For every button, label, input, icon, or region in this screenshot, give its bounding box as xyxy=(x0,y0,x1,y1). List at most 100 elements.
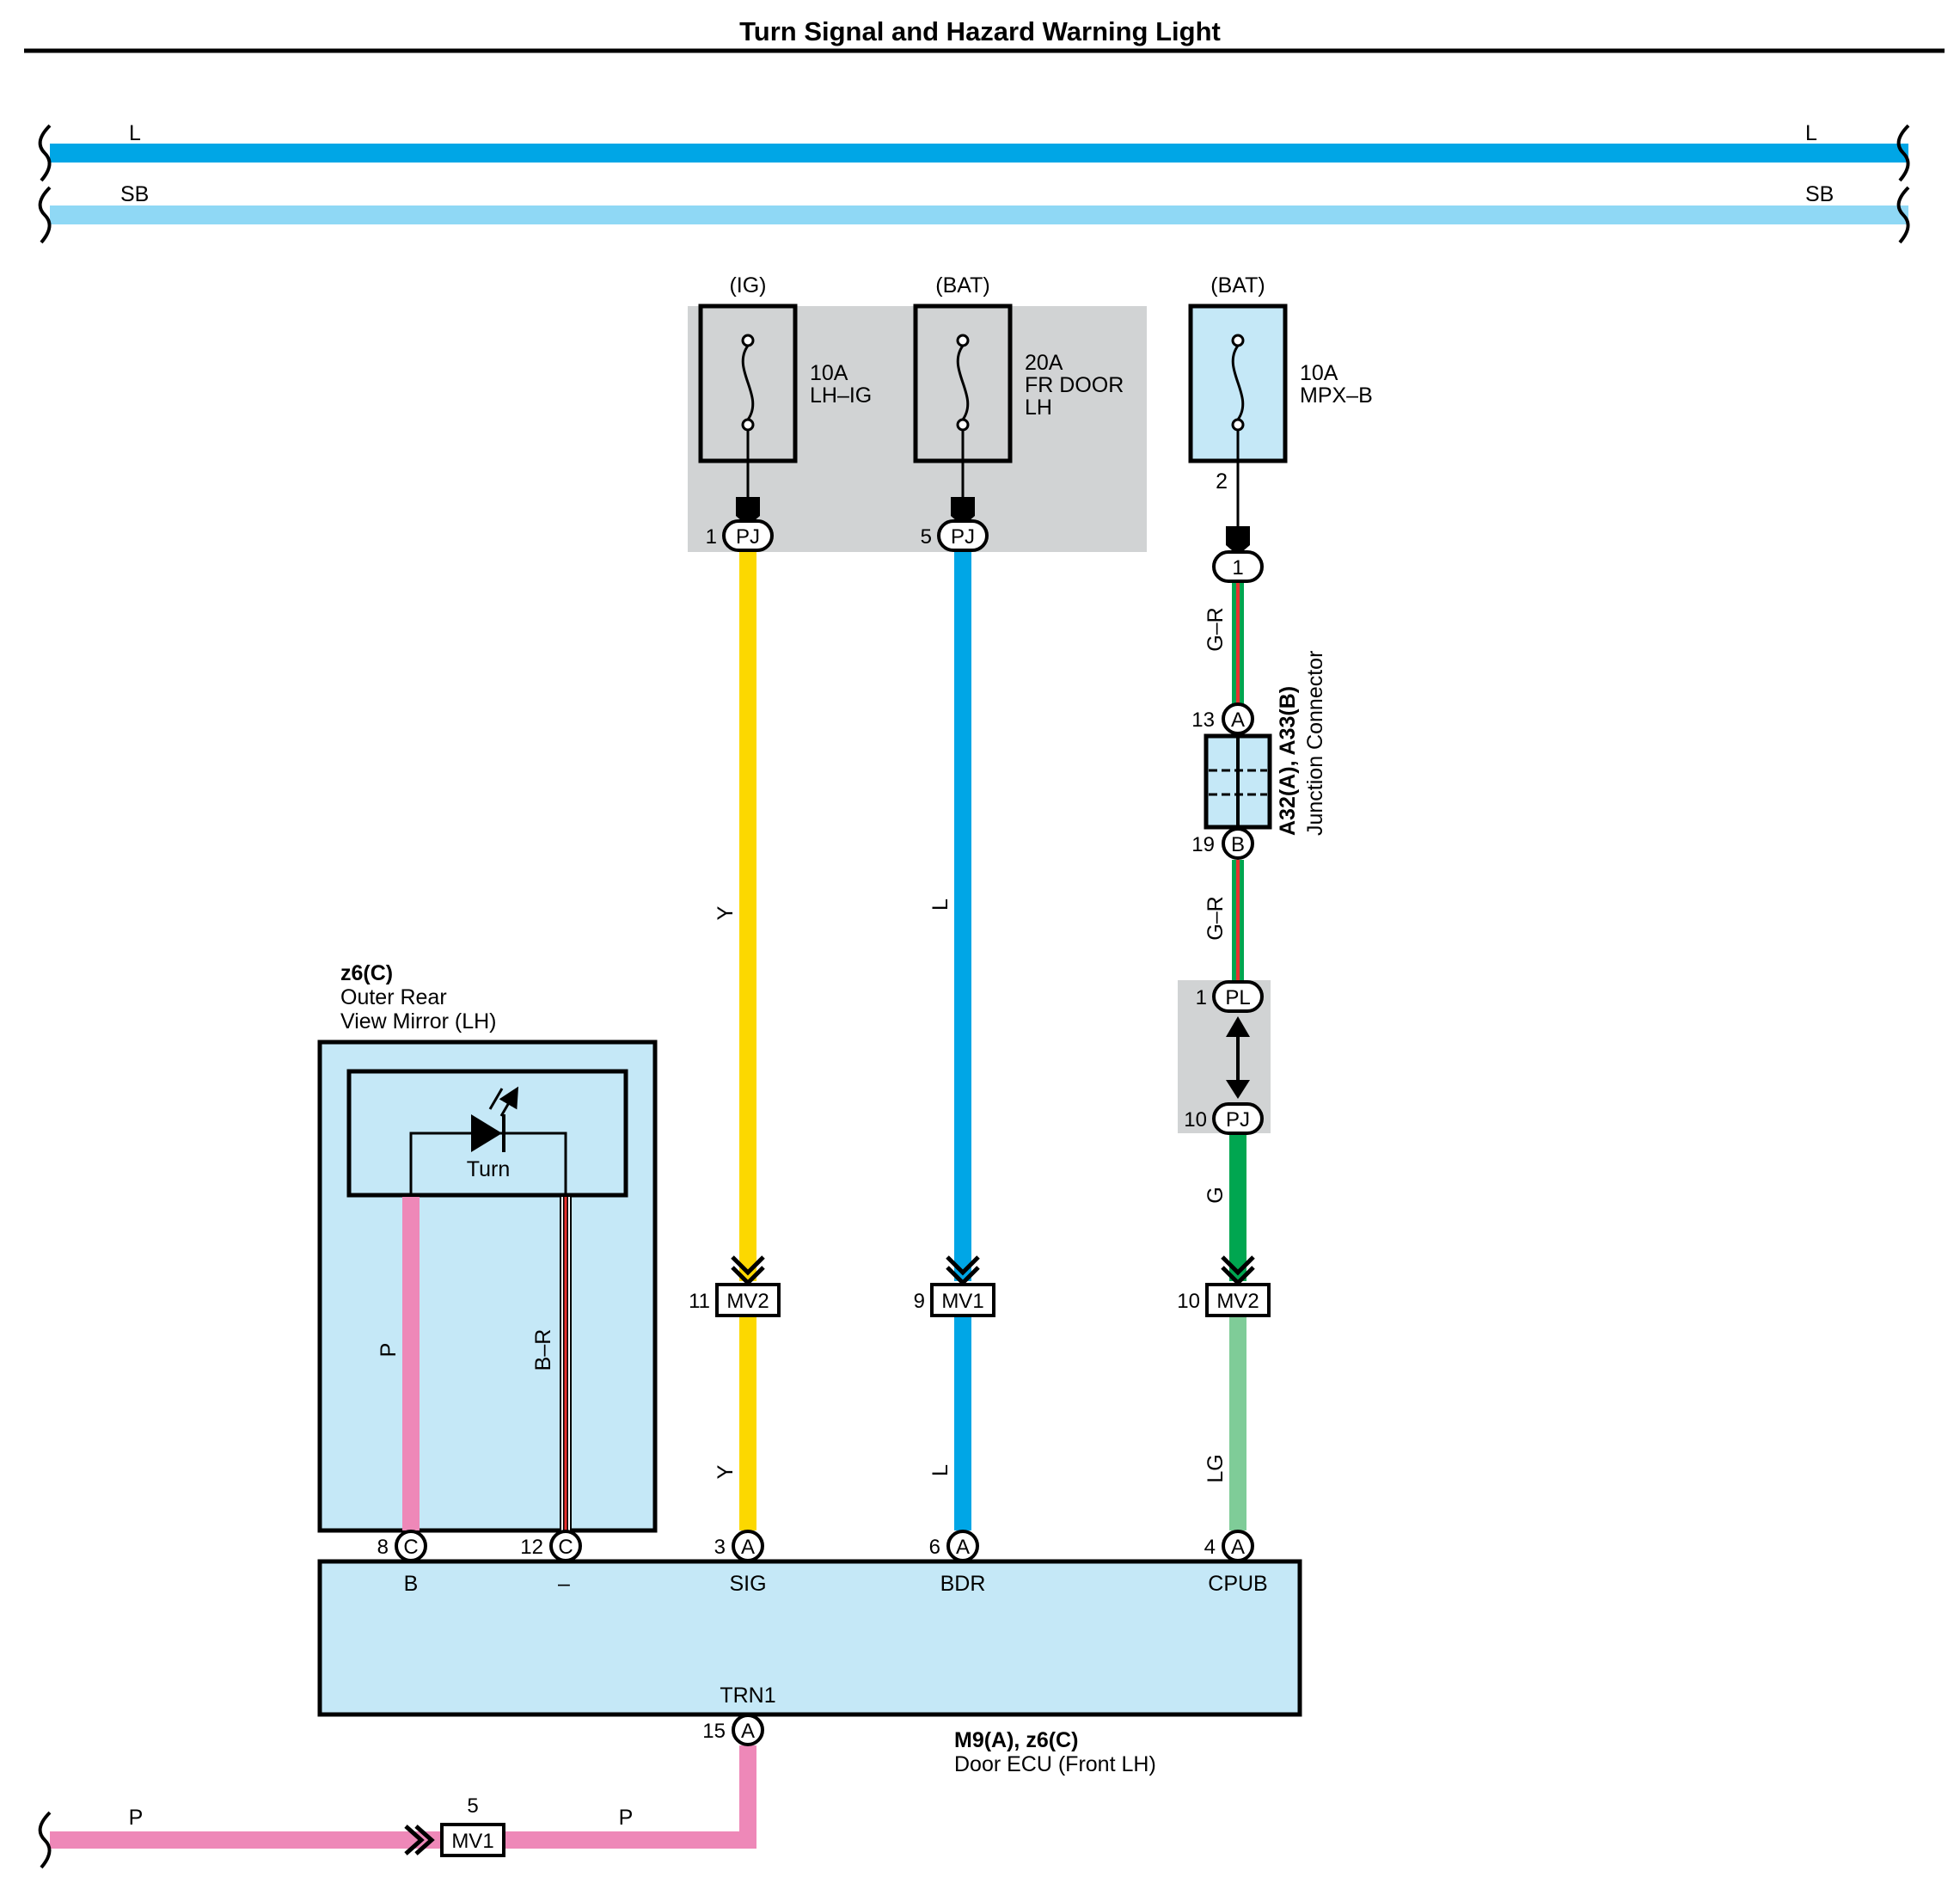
wire-label-p-bottom-right: P xyxy=(619,1806,634,1830)
ecu-terminal-minus: – xyxy=(558,1572,570,1596)
connector-pin: 9 xyxy=(914,1290,925,1313)
wire-label-y-lower: Y xyxy=(714,1464,738,1479)
pin-num: 4 xyxy=(1204,1536,1216,1559)
fuse-pin: 2 xyxy=(1216,469,1228,494)
ecu-box xyxy=(317,1559,1302,1717)
connector-code: MV2 xyxy=(1216,1290,1259,1313)
connector-code: MV2 xyxy=(726,1290,769,1313)
connector-mv1-5: MV1 5 xyxy=(404,1794,505,1857)
ecu-terminal-bdr: BDR xyxy=(940,1572,986,1596)
wire-label-br: B–R xyxy=(531,1329,555,1371)
ecu-terminal-trn1: TRN1 xyxy=(720,1684,775,1708)
pin-num: 6 xyxy=(929,1536,940,1559)
connector-code: PJ xyxy=(951,525,975,549)
pin-num: 8 xyxy=(377,1536,389,1559)
ecu-pin-c12: C 12 xyxy=(520,1530,582,1562)
fuse-name-line2: LH xyxy=(1025,396,1052,420)
light-rays-icon xyxy=(488,1089,513,1117)
connector-mv2-11: MV2 11 xyxy=(689,1255,781,1317)
ecu-terminal-b: B xyxy=(404,1572,419,1596)
junction-pin-a-num: 13 xyxy=(1191,708,1215,732)
connector-code: 1 xyxy=(1232,556,1243,580)
connector-pl-pj: PL 1 PJ 10 xyxy=(1184,980,1264,1135)
pin-code: C xyxy=(558,1536,573,1559)
wire-label-lg: LG xyxy=(1204,1454,1228,1482)
connector-pin: 10 xyxy=(1184,1108,1207,1132)
junction-pin-b-num: 19 xyxy=(1191,833,1215,856)
fuse-rating: 10A xyxy=(1300,361,1338,385)
connector-mv1-9: MV1 9 xyxy=(914,1255,995,1317)
fuse-lh-ig: (IG) 10A LH–IG xyxy=(698,273,872,526)
connector-pin: 10 xyxy=(1177,1290,1200,1313)
bus-sb-label-left: SB xyxy=(120,182,149,206)
ecu-pin-a15: A 15 xyxy=(702,1714,764,1746)
power-bus-l: L L xyxy=(38,121,1910,182)
pin-code: C xyxy=(403,1536,418,1559)
bus-l-label-right: L xyxy=(1805,121,1817,145)
wire-label-g: G xyxy=(1204,1187,1228,1203)
bus-sb-label-right: SB xyxy=(1805,182,1834,206)
mirror-name-line1: Outer Rear xyxy=(340,985,447,1009)
connector-pj-5: PJ 5 xyxy=(921,519,989,552)
fuse-mpx-b: (BAT) 2 10A MPX–B xyxy=(1188,273,1373,555)
ecu-name: Door ECU (Front LH) xyxy=(954,1752,1156,1776)
wire-label-y-upper: Y xyxy=(714,905,738,920)
mirror-name-line2: View Mirror (LH) xyxy=(340,1009,497,1034)
connector-pin: 5 xyxy=(467,1794,478,1818)
connector-code: MV1 xyxy=(451,1830,493,1853)
fuse-source: (IG) xyxy=(729,273,766,297)
bottom-break-icon xyxy=(38,1811,52,1869)
connector-code: MV1 xyxy=(941,1290,983,1313)
connector-code: PJ xyxy=(1226,1108,1250,1132)
connector-code: PL xyxy=(1225,986,1250,1009)
connector-code: PJ xyxy=(736,525,760,549)
ecu-pin-a3: A 3 xyxy=(714,1530,764,1562)
connector-pin: 1 xyxy=(706,525,717,549)
fuse-rating: 20A xyxy=(1025,351,1063,375)
pin-num: 12 xyxy=(520,1536,543,1559)
fuse-name: LH–IG xyxy=(810,383,872,408)
door-ecu: B – SIG BDR CPUB TRN1 M9(A), z6(C) Door … xyxy=(317,1559,1302,1776)
arrow-up-icon xyxy=(1226,1016,1250,1037)
arrow-down-icon xyxy=(1226,1080,1250,1099)
fuse-name-line1: FR DOOR xyxy=(1025,373,1124,397)
junction-pin-b-code: B xyxy=(1231,833,1245,856)
fuse-icon xyxy=(956,345,970,420)
led-label: Turn xyxy=(467,1157,510,1181)
arrow-down-icon xyxy=(1226,526,1250,555)
fuse-fr-door-lh: (BAT) 20A FR DOOR LH xyxy=(913,273,1124,526)
bus-break-right-icon xyxy=(1896,124,1910,182)
fuse-source: (BAT) xyxy=(935,273,989,297)
ecu-code: M9(A), z6(C) xyxy=(954,1728,1078,1752)
wire-label-l-upper: L xyxy=(928,899,952,911)
arrow-down-icon xyxy=(736,497,760,526)
wire-label-gr-lower: G–R xyxy=(1204,896,1228,940)
ecu-pin-a6: A 6 xyxy=(929,1530,979,1562)
pin-num: 3 xyxy=(714,1536,726,1559)
bus-break-right-icon xyxy=(1896,186,1910,244)
fuse-icon xyxy=(1231,345,1245,420)
mirror-code: z6(C) xyxy=(340,961,393,985)
fuse-rating: 10A xyxy=(810,361,848,385)
junction-name: Junction Connector xyxy=(1303,651,1327,836)
pin-num: 15 xyxy=(702,1720,726,1743)
pin-code: A xyxy=(741,1536,755,1559)
ecu-pin-c8: C 8 xyxy=(377,1530,427,1562)
connector-pin: 11 xyxy=(689,1290,710,1313)
connector-1-oval: 1 xyxy=(1212,550,1264,583)
wire-p-bottom xyxy=(50,1745,756,1849)
power-bus-sb: SB SB xyxy=(38,182,1910,244)
connector-pin: 5 xyxy=(921,525,932,549)
fuse-icon xyxy=(741,345,755,420)
connector-mv2-10: MV2 10 xyxy=(1177,1255,1271,1317)
ecu-terminal-sig: SIG xyxy=(729,1572,766,1596)
junction-pin-a-code: A xyxy=(1231,708,1245,732)
fuse-source: (BAT) xyxy=(1210,273,1265,297)
bus-l-label-left: L xyxy=(129,121,141,145)
wire-label-p: P xyxy=(377,1343,401,1358)
wire-label-p-bottom-left: P xyxy=(129,1806,144,1830)
wire-label-gr-upper: G–R xyxy=(1204,607,1228,651)
ecu-terminal-cpub: CPUB xyxy=(1208,1572,1267,1596)
wire-br xyxy=(560,1197,572,1530)
